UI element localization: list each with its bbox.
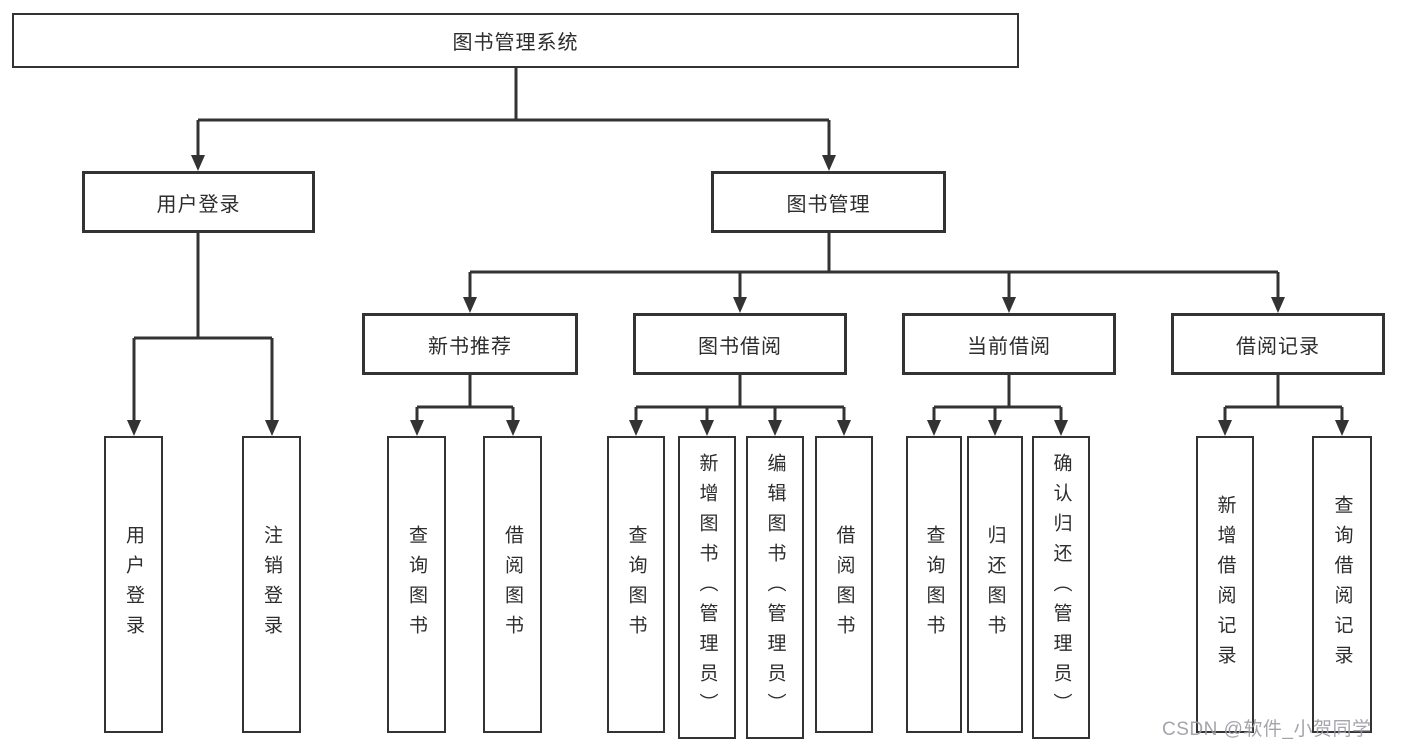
- leaf-newbook-query-books: 查询图书: [387, 436, 446, 733]
- leaf-borrow-query-books: 查询图书: [607, 436, 665, 733]
- node-root: 图书管理系统: [12, 13, 1019, 68]
- node-new-book-recommend: 新书推荐: [362, 313, 578, 375]
- leaf-borrow-borrow-books: 借阅图书: [815, 436, 873, 733]
- leaf-current-return-books: 归还图书: [967, 436, 1023, 733]
- leaf-borrow-edit-books-admin: 编辑图书（管理员）: [746, 436, 804, 739]
- node-current-borrow: 当前借阅: [902, 313, 1116, 375]
- leaf-records-query: 查询借阅记录: [1312, 436, 1372, 733]
- csdn-watermark: CSDN @软件_小贺同学: [1162, 719, 1372, 740]
- leaf-newbook-borrow-books: 借阅图书: [483, 436, 542, 733]
- node-user-login: 用户登录: [82, 171, 315, 233]
- node-book-borrow: 图书借阅: [633, 313, 847, 375]
- leaf-borrow-add-books-admin: 新增图书（管理员）: [678, 436, 736, 739]
- leaf-current-confirm-return-admin: 确认归还（管理员）: [1032, 436, 1090, 739]
- leaf-user-login: 用户登录: [104, 436, 163, 733]
- leaf-records-add: 新增借阅记录: [1196, 436, 1254, 733]
- node-borrow-records: 借阅记录: [1171, 313, 1385, 375]
- node-book-management: 图书管理: [711, 171, 946, 233]
- leaf-logout: 注销登录: [242, 436, 301, 733]
- leaf-current-query-books: 查询图书: [906, 436, 962, 733]
